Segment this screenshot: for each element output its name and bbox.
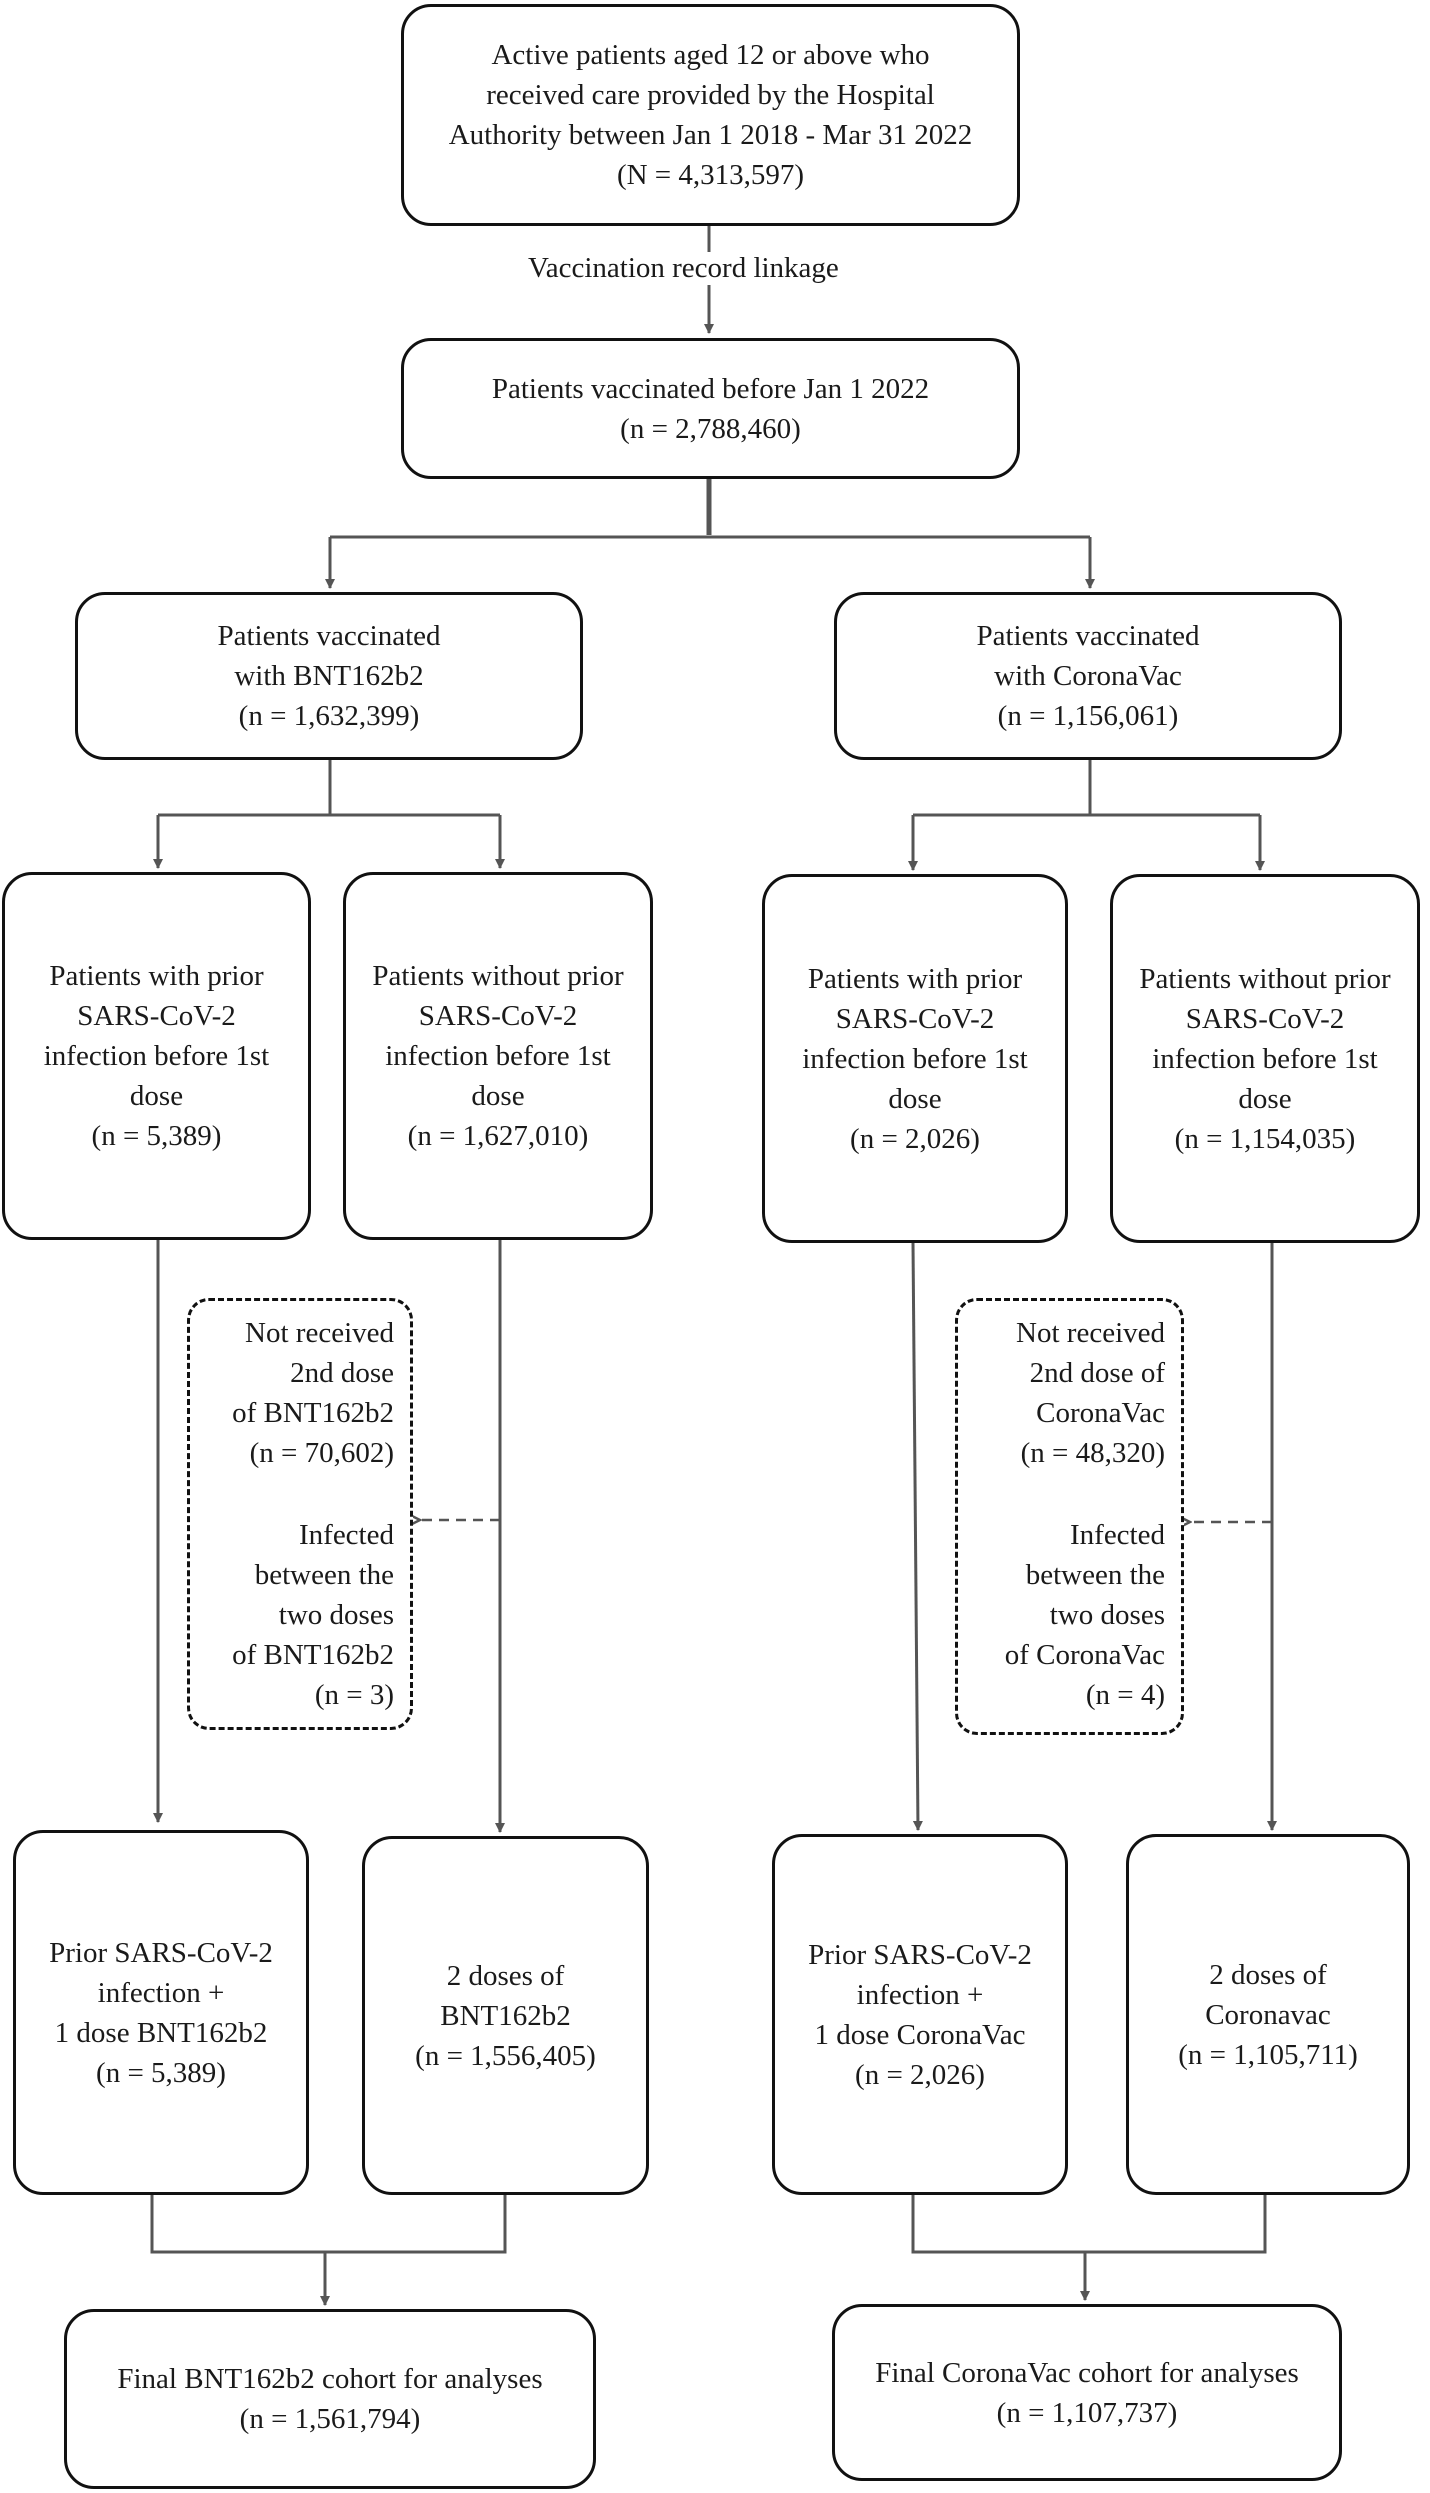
top-line-1: Active patients aged 12 or above who [491,39,930,71]
cv-prior-line-3: infection before 1st [802,1042,1028,1075]
cv-excl-line-5: Infected [1070,1519,1165,1551]
bnt-prior-line-4: dose [129,1080,184,1112]
cv-excl-line-4: (n = 48,320) [1020,1437,1165,1469]
bnt-noprior-line-5: (n = 1,627,010) [407,1120,589,1152]
cv-excl-line-3: CoronaVac [1036,1397,1165,1429]
cv-prior-final-box: Prior SARS-CoV-2 infection + 1 dose Coro… [772,1834,1068,2195]
cv-prior-final-line-2: infection + [856,1978,984,2011]
bnt-excl-line-8: of BNT162b2 [232,1639,394,1671]
bnt-two-doses-line-3: (n = 1,556,405) [415,2039,596,2072]
bnt-two-doses-line-1: 2 doses of [446,1959,565,1992]
bnt-noprior-line-2: SARS-CoV-2 [418,1000,578,1032]
cv-excl-line-2: 2nd dose of [1029,1357,1165,1389]
bnt-prior-final-line-1: Prior SARS-CoV-2 [49,1936,273,1969]
cv-group-line-3: (n = 1,156,061) [997,700,1179,732]
cv-exclusion-box: Not received 2nd dose of CoronaVac (n = … [955,1298,1184,1735]
linkage-label: Vaccination record linkage [528,252,839,285]
cv-noprior-box: Patients without prior SARS-CoV-2 infect… [1110,874,1420,1243]
cv-cohort-line-1: Final CoronaVac cohort for analyses [875,2356,1299,2389]
bnt-group-line-1: Patients vaccinated [217,620,441,652]
bnt-noprior-line-1: Patients without prior [372,960,624,992]
bnt-excl-line-9: (n = 3) [314,1679,394,1711]
vaccinated-line-2: (n = 2,788,460) [620,412,801,445]
bnt-prior-final-line-3: 1 dose BNT162b2 [54,2016,268,2049]
bnt-prior-final-box: Prior SARS-CoV-2 infection + 1 dose BNT1… [13,1830,309,2195]
cv-noprior-line-4: dose [1238,1082,1292,1115]
bnt-two-doses-box: 2 doses of BNT162b2 (n = 1,556,405) [362,1836,649,2195]
bnt-excl-line-7: two doses [278,1599,394,1631]
top-line-3: Authority between Jan 1 2018 - Mar 31 20… [448,119,973,151]
bnt-prior-final-line-2: infection + [97,1976,225,2009]
bnt-noprior-line-4: dose [471,1080,525,1112]
cv-noprior-line-1: Patients without prior [1139,962,1391,995]
cv-prior-final-line-3: 1 dose CoronaVac [814,2018,1026,2051]
bnt-excl-line-2: 2nd dose [290,1357,394,1389]
bnt-cohort-line-1: Final BNT162b2 cohort for analyses [117,2363,543,2395]
top-line-4: (N = 4,313,597) [616,159,805,191]
cv-excl-line-8: of CoronaVac [1004,1639,1165,1671]
bnt-excl-line-5: Infected [299,1519,394,1551]
bnt-group-line-2: with BNT162b2 [234,660,424,692]
arrow-cv-prior-down [911,1242,923,1831]
cv-group-line-2: with CoronaVac [994,660,1182,692]
cv-excl-line-1: Not received [1016,1317,1165,1349]
bnt-prior-line-3: infection before 1st [43,1040,270,1072]
bnt-group-box: Patients vaccinated with BNT162b2 (n = 1… [75,592,583,760]
cv-group-line-1: Patients vaccinated [976,620,1200,652]
cv-excl-line-7: two doses [1049,1599,1165,1631]
cv-excl-line-6: between the [1025,1559,1165,1591]
bnt-noprior-line-3: infection before 1st [385,1040,611,1072]
cv-two-doses-line-3: (n = 1,105,711) [1178,2038,1358,2071]
bnt-excl-line-3: of BNT162b2 [232,1397,394,1429]
bnt-group-line-3: (n = 1,632,399) [238,700,420,732]
cv-prior-final-line-4: (n = 2,026) [855,2058,985,2091]
top-line-2: received care provided by the Hospital [486,79,935,111]
vaccinated-line-1: Patients vaccinated before Jan 1 2022 [491,372,930,405]
bnt-prior-final-line-4: (n = 5,389) [96,2056,226,2089]
bnt-prior-line-2: SARS-CoV-2 [77,1000,236,1032]
bnt-cohort-line-2: (n = 1,561,794) [239,2403,421,2435]
bnt-excl-line-1: Not received [245,1317,394,1349]
cv-prior-final-line-1: Prior SARS-CoV-2 [808,1938,1032,1971]
vaccinated-box: Patients vaccinated before Jan 1 2022 (n… [401,338,1020,479]
cv-two-doses-box: 2 doses of Coronavac (n = 1,105,711) [1126,1834,1410,2195]
bnt-prior-line-5: (n = 5,389) [91,1120,222,1152]
cv-prior-line-2: SARS-CoV-2 [835,1002,995,1035]
cv-prior-line-1: Patients with prior [807,962,1023,995]
bnt-two-doses-line-2: BNT162b2 [440,1999,571,2032]
cv-prior-line-4: dose [888,1082,942,1115]
cv-cohort-line-2: (n = 1,107,737) [996,2396,1178,2429]
cv-noprior-line-3: infection before 1st [1152,1042,1378,1075]
bnt-noprior-box: Patients without prior SARS-CoV-2 infect… [343,872,653,1240]
cv-noprior-line-5: (n = 1,154,035) [1174,1122,1356,1155]
cv-cohort-box: Final CoronaVac cohort for analyses (n =… [832,2304,1342,2481]
cv-group-box: Patients vaccinated with CoronaVac (n = … [834,592,1342,760]
bnt-exclusion-box: Not received 2nd dose of BNT162b2 (n = 7… [187,1298,413,1730]
cv-noprior-line-2: SARS-CoV-2 [1185,1002,1345,1035]
bnt-prior-line-1: Patients with prior [49,960,264,992]
cv-excl-line-9: (n = 4) [1085,1679,1165,1711]
cv-prior-line-5: (n = 2,026) [850,1122,980,1155]
bnt-excl-line-4: (n = 70,602) [249,1437,394,1469]
cv-two-doses-line-1: 2 doses of [1209,1958,1327,1991]
top-population-box: Active patients aged 12 or above who rec… [401,4,1020,226]
bnt-cohort-box: Final BNT162b2 cohort for analyses (n = … [64,2309,596,2489]
bnt-prior-box: Patients with prior SARS-CoV-2 infection… [2,872,311,1240]
cv-prior-box: Patients with prior SARS-CoV-2 infection… [762,874,1068,1243]
cv-two-doses-line-2: Coronavac [1205,1998,1331,2031]
bnt-excl-line-6: between the [254,1559,394,1591]
